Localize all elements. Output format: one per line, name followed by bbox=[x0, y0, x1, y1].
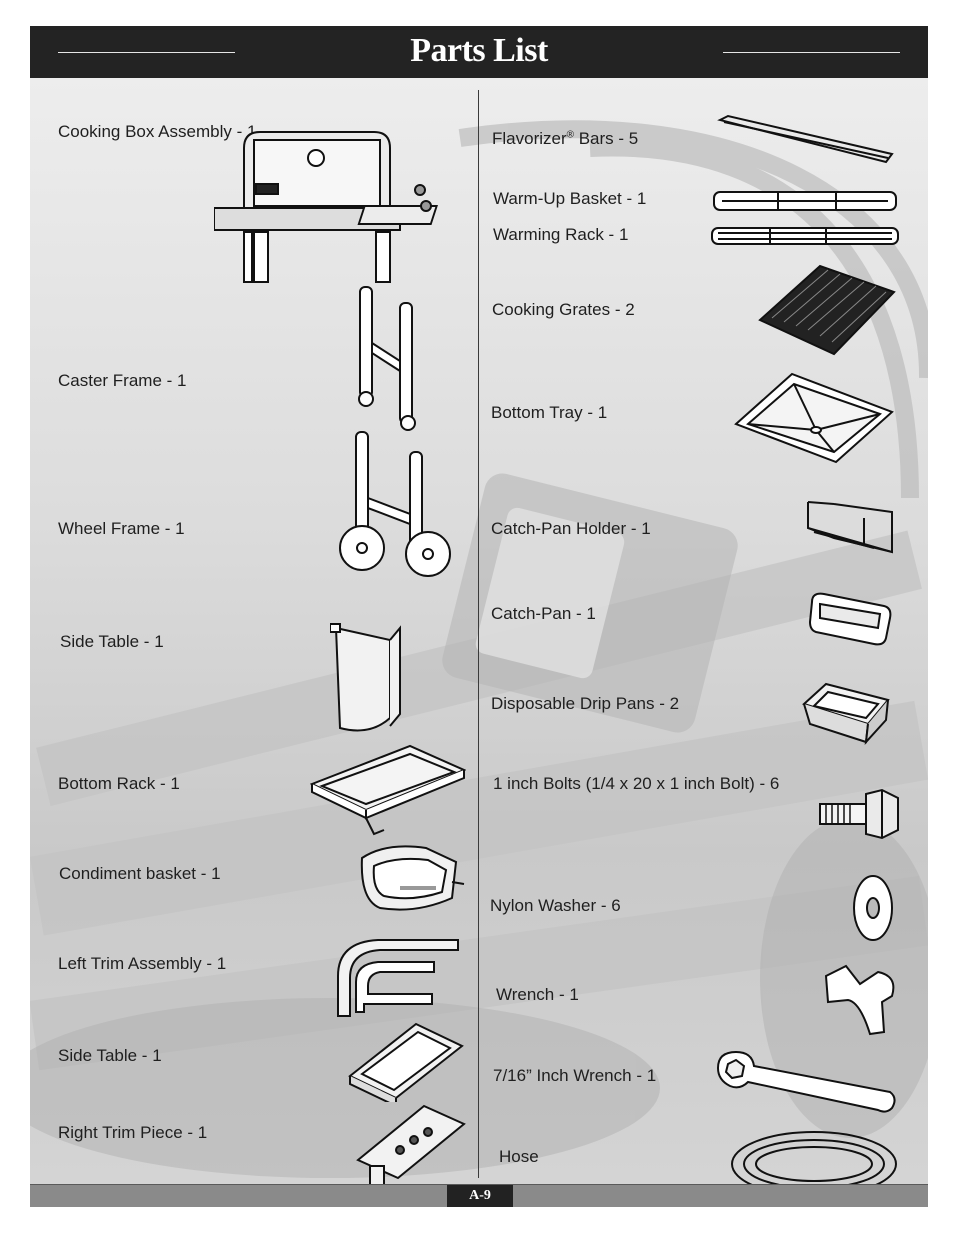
wrench-icon bbox=[820, 962, 900, 1040]
flavorizer-bar-icon bbox=[716, 114, 894, 166]
label-flavorizer-bars: Flavorizer® Bars - 5 bbox=[492, 129, 638, 149]
label-cooking-box-assembly: Cooking Box Assembly - 1 bbox=[58, 122, 257, 141]
label-inch-wrench: 7/16” Inch Wrench - 1 bbox=[493, 1066, 657, 1085]
label-hose: Hose bbox=[499, 1147, 539, 1166]
cooking-grate-icon bbox=[758, 264, 896, 360]
label-catch-pan: Catch-Pan - 1 bbox=[491, 604, 596, 623]
bolt-icon bbox=[816, 788, 902, 840]
side-table-2-icon bbox=[346, 1020, 466, 1102]
side-table-icon bbox=[330, 618, 410, 736]
label-wrench: Wrench - 1 bbox=[496, 985, 579, 1004]
washer-icon bbox=[850, 872, 896, 944]
label-catch-pan-holder: Catch-Pan Holder - 1 bbox=[491, 519, 651, 538]
grill-icon bbox=[214, 128, 466, 286]
right-trim-icon bbox=[354, 1100, 470, 1184]
label-cooking-grates: Cooking Grates - 2 bbox=[492, 300, 635, 319]
page-title: Parts List bbox=[410, 32, 548, 69]
label-warm-up-basket: Warm-Up Basket - 1 bbox=[493, 189, 647, 208]
catch-pan-icon bbox=[806, 588, 894, 650]
label-bottom-tray: Bottom Tray - 1 bbox=[491, 403, 608, 422]
page-header: Parts List bbox=[30, 26, 928, 78]
drip-pan-icon bbox=[800, 680, 892, 746]
parts-list-page: Parts List bbox=[30, 26, 928, 1207]
column-divider bbox=[478, 90, 479, 1178]
label-warming-rack: Warming Rack - 1 bbox=[493, 225, 629, 244]
wheel-frame-icon bbox=[336, 428, 456, 578]
bottom-rack-icon bbox=[310, 740, 466, 838]
warm-up-basket-icon bbox=[712, 190, 898, 212]
header-rule-left bbox=[58, 52, 235, 53]
label-flavorizer-text: Flavorizer bbox=[492, 129, 567, 148]
header-rule-right bbox=[723, 52, 900, 53]
registered-mark: ® bbox=[566, 129, 574, 141]
caster-frame-icon bbox=[350, 283, 440, 433]
condiment-basket-icon bbox=[356, 842, 468, 922]
hose-icon bbox=[728, 1128, 904, 1184]
label-wheel-frame: Wheel Frame - 1 bbox=[58, 519, 185, 538]
page-number: A-9 bbox=[447, 1185, 513, 1207]
label-nylon-washer: Nylon Washer - 6 bbox=[490, 896, 621, 915]
page-footer: A-9 bbox=[30, 1184, 928, 1207]
label-left-trim-assembly: Left Trim Assembly - 1 bbox=[58, 954, 227, 973]
label-flavorizer-count: Bars - 5 bbox=[574, 129, 639, 148]
label-right-trim-piece: Right Trim Piece - 1 bbox=[58, 1123, 208, 1142]
label-bottom-rack: Bottom Rack - 1 bbox=[58, 774, 180, 793]
label-caster-frame: Caster Frame - 1 bbox=[58, 371, 187, 390]
label-bolts: 1 inch Bolts (1/4 x 20 x 1 inch Bolt) - … bbox=[493, 774, 780, 793]
left-trim-icon bbox=[334, 936, 464, 1022]
label-condiment-basket: Condiment basket - 1 bbox=[59, 864, 221, 883]
parts-panel: Cooking Box Assembly - 1 Caster Frame - … bbox=[30, 78, 928, 1184]
label-side-table: Side Table - 1 bbox=[60, 632, 164, 651]
inch-wrench-icon bbox=[712, 1048, 898, 1118]
label-disposable-drip-pans: Disposable Drip Pans - 2 bbox=[491, 694, 680, 713]
label-side-table-2: Side Table - 1 bbox=[58, 1046, 162, 1065]
catch-pan-holder-icon bbox=[804, 498, 896, 562]
warming-rack-icon bbox=[710, 226, 900, 246]
bottom-tray-icon bbox=[734, 372, 894, 464]
